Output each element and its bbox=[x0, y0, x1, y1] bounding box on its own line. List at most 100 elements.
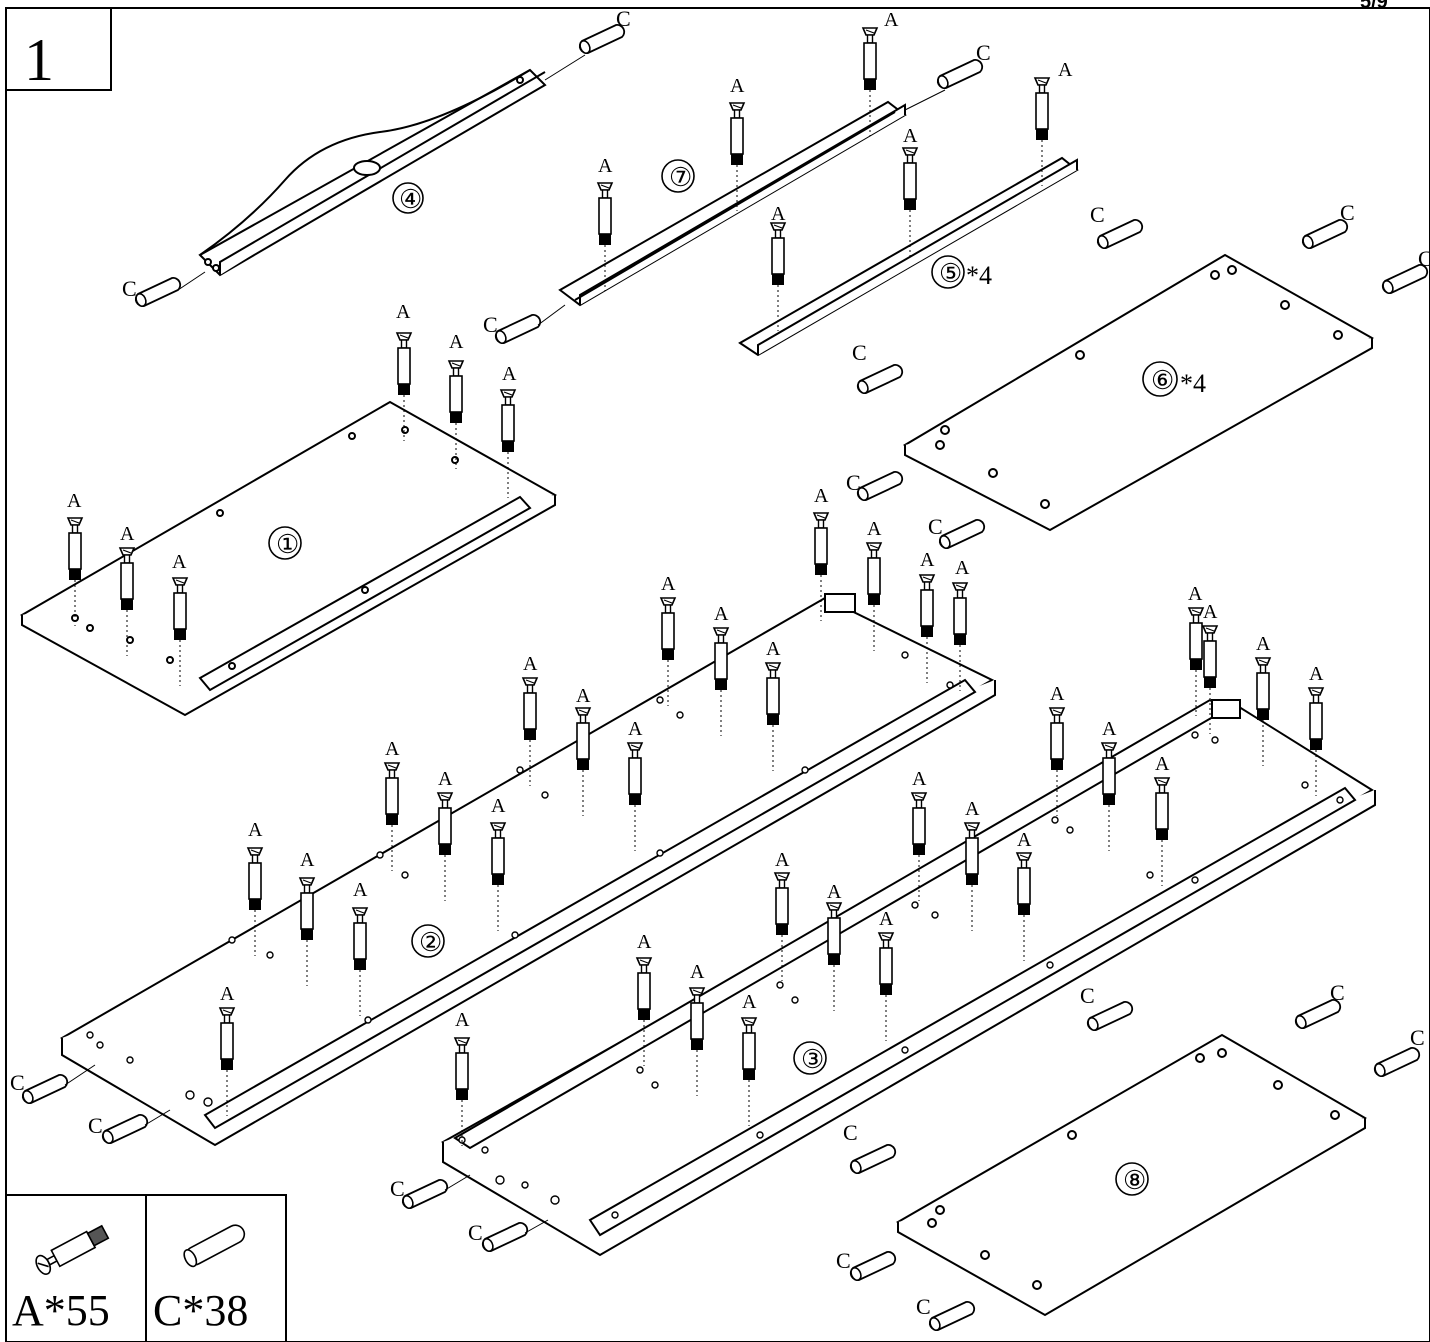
label-a: A bbox=[827, 881, 842, 903]
part-8-panel bbox=[895, 1033, 1367, 1317]
part-3-holes bbox=[458, 731, 1344, 1219]
cam-bolt-a bbox=[902, 147, 918, 257]
label-c: C bbox=[10, 1070, 25, 1095]
dowel-c bbox=[848, 1143, 897, 1176]
part-badge-6 bbox=[1142, 361, 1178, 397]
dowel-c bbox=[927, 1300, 976, 1333]
label-c: C bbox=[1330, 980, 1345, 1005]
dowel-c bbox=[855, 363, 904, 396]
part-badge-2 bbox=[411, 924, 445, 958]
label-a: A bbox=[396, 301, 411, 323]
cam-bolt-a bbox=[770, 222, 786, 332]
dowel-c bbox=[493, 313, 542, 346]
part-5-rail bbox=[738, 156, 1079, 357]
label-c: C bbox=[846, 470, 861, 495]
label-c: C bbox=[1340, 200, 1355, 225]
label-a: A bbox=[1058, 59, 1073, 81]
label-c: C bbox=[852, 340, 867, 365]
label-a: A bbox=[628, 718, 643, 740]
dowel-c bbox=[848, 1250, 897, 1283]
label-c: C bbox=[468, 1220, 483, 1245]
label-a: A bbox=[1155, 753, 1170, 775]
label-a: A bbox=[67, 490, 82, 512]
label-a: A bbox=[775, 849, 790, 871]
label-a: A bbox=[300, 849, 315, 871]
label-a: A bbox=[867, 518, 882, 540]
label-c: C bbox=[836, 1248, 851, 1273]
label-a: A bbox=[1256, 633, 1271, 655]
page-frame bbox=[5, 7, 1430, 1342]
label-a: A bbox=[523, 653, 538, 675]
label-a: A bbox=[438, 768, 453, 790]
label-a: A bbox=[1102, 718, 1117, 740]
label-a: A bbox=[920, 549, 935, 571]
label-a: A bbox=[502, 363, 517, 385]
label-a: A bbox=[903, 125, 918, 147]
label-c: C bbox=[1090, 202, 1105, 227]
label-a: A bbox=[1017, 829, 1032, 851]
dowel-c bbox=[20, 1073, 69, 1106]
dowel-c bbox=[133, 276, 182, 309]
label-a: A bbox=[598, 155, 613, 177]
label-a: A bbox=[449, 331, 464, 353]
part-7-rail bbox=[558, 100, 907, 307]
part-4-rail bbox=[198, 68, 547, 277]
label-a: A bbox=[637, 931, 652, 953]
label-c: C bbox=[1410, 1025, 1425, 1050]
part-4-label: ④ bbox=[399, 185, 422, 214]
label-a: A bbox=[955, 557, 970, 579]
label-c: C bbox=[390, 1176, 405, 1201]
label-c: C bbox=[483, 312, 498, 337]
label-a: A bbox=[965, 798, 980, 820]
label-a: A bbox=[690, 961, 705, 983]
part-8-label: ⑧ bbox=[1123, 1166, 1146, 1195]
step-box bbox=[5, 7, 112, 91]
part-badge-7 bbox=[661, 159, 695, 193]
part-badge-4 bbox=[392, 182, 424, 214]
hardware-c-count: C*38 bbox=[153, 1286, 248, 1335]
part-7-label: ⑦ bbox=[669, 163, 692, 192]
part-badge-5 bbox=[931, 255, 965, 289]
label-c: C bbox=[976, 40, 991, 65]
label-a: A bbox=[220, 983, 235, 1005]
label-a: A bbox=[771, 203, 786, 225]
label-c: C bbox=[88, 1113, 103, 1138]
label-a: A bbox=[172, 551, 187, 573]
label-c: C bbox=[1080, 983, 1095, 1008]
label-a: A bbox=[884, 9, 899, 31]
page-tag: 5/9 bbox=[1360, 0, 1388, 13]
part-badge-3 bbox=[793, 1041, 827, 1075]
label-a: A bbox=[491, 795, 506, 817]
label-a: A bbox=[576, 685, 591, 707]
label-a: A bbox=[1309, 663, 1324, 685]
label-c: C bbox=[616, 6, 631, 31]
part-1-label: ① bbox=[276, 530, 299, 559]
label-c: C bbox=[1418, 246, 1430, 271]
dowel-c bbox=[100, 1113, 149, 1146]
dowel-c bbox=[937, 518, 986, 551]
hardware-legend: A*55 C*38 bbox=[5, 1194, 287, 1342]
part-badge-1 bbox=[268, 526, 302, 560]
part-2-holes bbox=[86, 651, 954, 1107]
dowel-c bbox=[855, 470, 904, 503]
label-a: A bbox=[814, 485, 829, 507]
label-c: C bbox=[122, 276, 137, 301]
label-a: A bbox=[714, 603, 729, 625]
part-1-panel bbox=[19, 400, 558, 717]
label-a: A bbox=[1188, 583, 1203, 605]
part-badge-8 bbox=[1115, 1162, 1149, 1196]
label-a: A bbox=[1203, 601, 1218, 623]
label-a: A bbox=[912, 768, 927, 790]
label-a: A bbox=[353, 879, 368, 901]
part-2-label: ② bbox=[419, 928, 442, 957]
label-c: C bbox=[843, 1120, 858, 1145]
step-number: 1 bbox=[24, 27, 54, 93]
part-6-label: ⑥ bbox=[1151, 366, 1174, 395]
part-3-label: ③ bbox=[801, 1045, 824, 1074]
label-c: C bbox=[928, 514, 943, 539]
label-a: A bbox=[248, 819, 263, 841]
part-5-label: ⑤ bbox=[939, 259, 962, 288]
label-a: A bbox=[730, 75, 745, 97]
